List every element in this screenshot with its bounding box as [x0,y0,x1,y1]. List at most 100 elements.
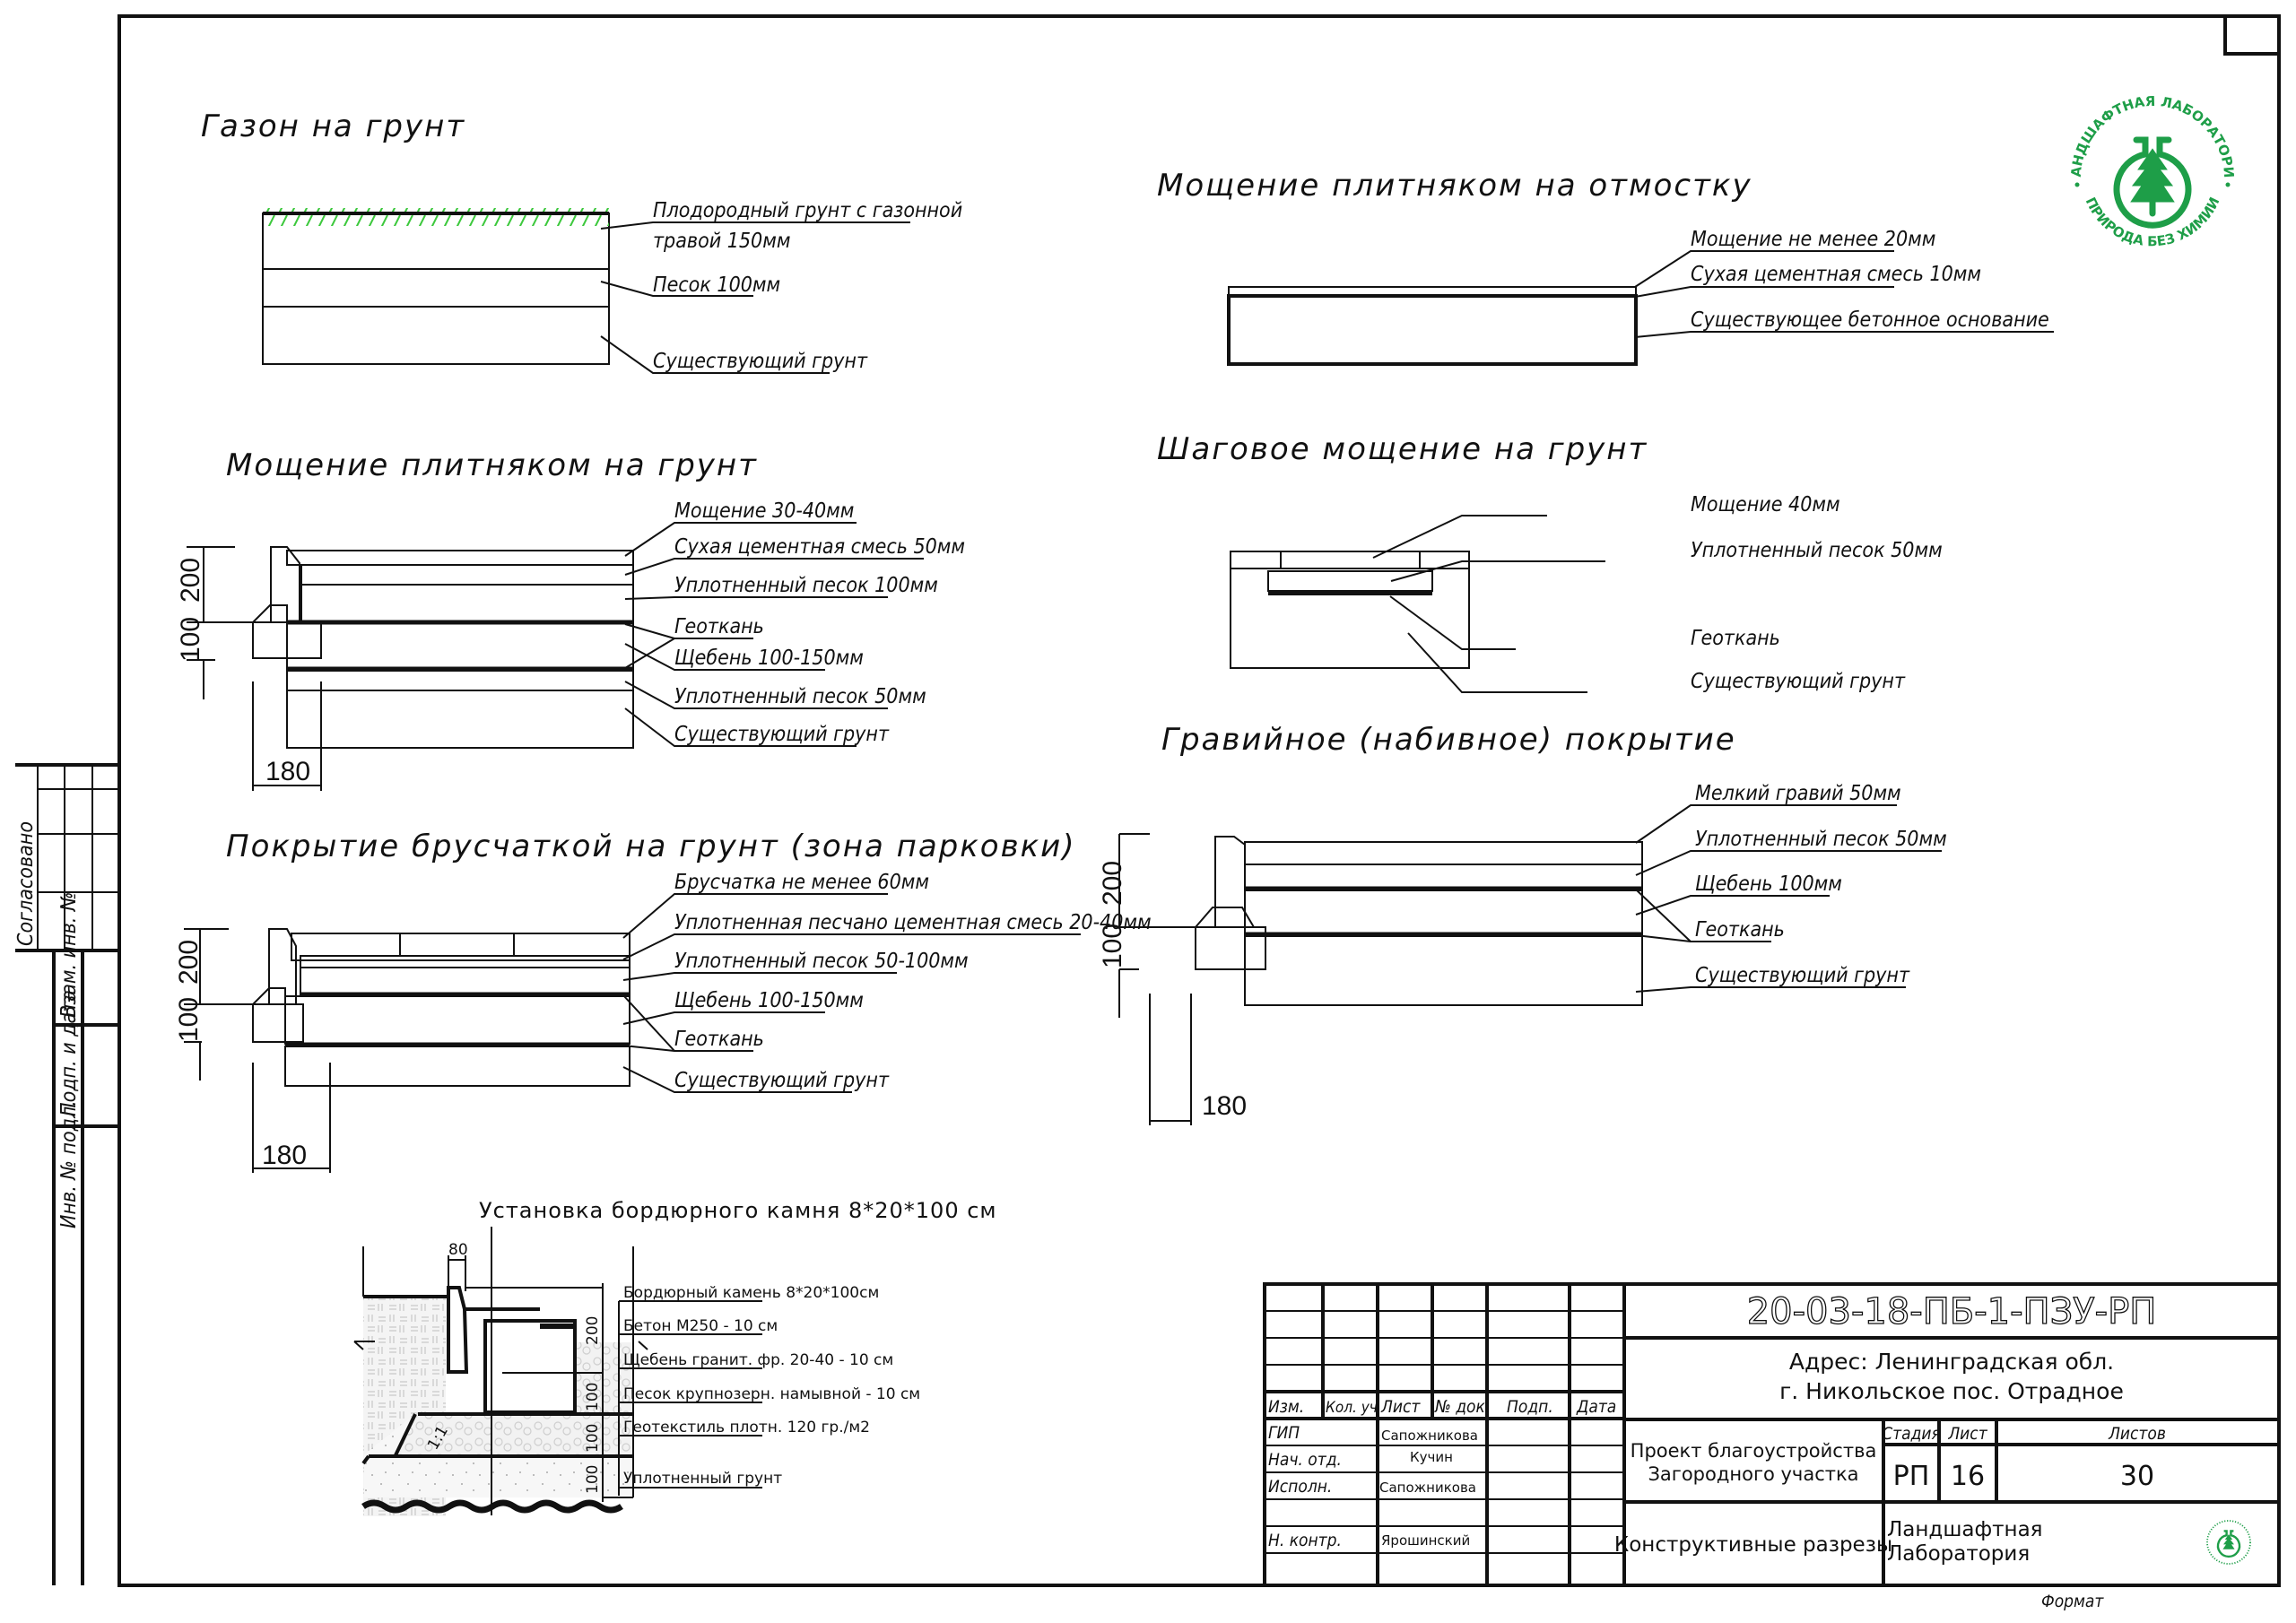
legend-label: Песок крупнозерн. намывной - 10 см [623,1385,920,1403]
header-date: Дата [1576,1397,1616,1417]
legend-label: Щебень гранит. фр. 20-40 - 10 см [623,1351,893,1369]
dim-200: 200 [584,1316,602,1345]
role-label: Исполн. [1268,1477,1332,1497]
dim-100: 100 [584,1383,602,1411]
layer-crushed-stone [284,995,631,1045]
address-line-2: г. Никольское пос. Отрадное [1779,1378,2124,1404]
callout-label: Мощение не менее 20мм [1691,228,1935,251]
callout-label: Брусчатка не менее 60мм [674,871,929,894]
layer-compacted-sand [300,967,631,995]
title-block-logo-icon [2206,1520,2251,1565]
sheet-header: Лист [1947,1424,1987,1444]
section-lawn: Газон на грунт Плодородный грунт с газон… [201,108,962,374]
org-line-2: Лаборатория [1887,1542,2030,1566]
callout-label: Существующий грунт [674,1069,890,1092]
header-doc-no: № док. [1434,1397,1490,1417]
person-name: Сапожникова [1379,1480,1476,1496]
dim-100: 100 [584,1465,602,1494]
curb-stone [1214,836,1246,928]
section-curb-installation: Установка бордюрного камня 8*20*100 см [353,1198,997,1516]
crushed-granite [575,1342,633,1412]
grass-hatch [263,208,609,226]
header-sign: Подп. [1507,1397,1553,1417]
layer-sand [262,268,610,308]
person-name: Ярошинский [1381,1532,1470,1549]
header-qty: Кол. уч [1326,1399,1378,1417]
sheet-title: Конструктивные разрезы [1614,1533,1892,1557]
layer-existing-soil [262,306,610,365]
flask-tree-icon [2113,136,2192,229]
callout-label: Уплотненный песок 50мм [1695,828,1947,851]
callout-label: Существующее бетонное основание [1691,308,2049,332]
section-gravel: Гравийное (набивное) покрытие 200 100 18… [1098,722,1947,1125]
section-title: Установка бордюрного камня 8*20*100 см [479,1198,997,1223]
curb-stone [268,928,297,1005]
legend-label: Уплотненный грунт [623,1470,782,1488]
legend-label: Бетон М250 - 10 см [623,1317,778,1335]
concrete-m250 [483,1319,577,1414]
section-title: Мощение плитняком на отмостку [1157,168,1752,204]
section-title: Шаговое мощение на грунт [1157,431,1648,467]
callout-label: Существующий грунт [1695,964,1910,987]
stamp-field-replaced-inv: Взам. инв. № [57,892,81,1018]
callout-label: Сухая цементная смесь 10мм [1691,263,1981,286]
project-line-1: Проект благоустройства [1631,1440,1877,1462]
callout-label: Уплотненная песчано цементная смесь 20-4… [674,911,1152,934]
role-label: Нач. отд. [1268,1450,1342,1470]
role-label: ГИП [1268,1423,1300,1443]
person-name: Кучин [1410,1449,1453,1465]
dim-height-100: 100 [1098,924,1127,968]
project-line-2: Загородного участка [1648,1463,1858,1485]
address-line-1: Адрес: Ленинградская обл. [1789,1349,2114,1375]
callout-label: Геоткань [674,1028,764,1051]
company-logo: ЛАНДШАФТНАЯ ЛАБОРАТОРИЯ ПРИРОДА БЕЗ ХИМИ… [2068,93,2237,249]
sheets-total: 30 [2120,1461,2154,1492]
format-label: Формат [2041,1592,2104,1611]
curb-stone [447,1286,469,1374]
layer-crushed-stone [286,621,634,670]
curb-foundation [252,1003,304,1043]
section-title: Газон на грунт [201,108,465,144]
section-paving-parking: Покрытие брусчаткой на грунт (зона парко… [174,829,1152,1173]
layer-compacted-sand-50 [1267,570,1433,592]
callout-label: Мелкий гравий 50мм [1695,782,1901,805]
section-title: Мощение плитняком на грунт [226,447,758,483]
callout-label: Мощение 30-40мм [674,499,854,523]
title-block: Изм. Кол. уч Лист № док. Подп. Дата ГИП … [1263,1282,2281,1611]
callout-label: Существующий грунт [674,723,890,746]
layer-sand-50 [286,670,634,691]
dim-width-180: 180 [265,757,310,786]
curb-stone [270,546,300,623]
sheet-number: 16 [1951,1461,1985,1492]
stamp-field-sign-date: Подп. и дата [57,990,81,1116]
sheets-header: Листов [2108,1424,2166,1444]
callout-label: Уплотненный песок 50-100мм [674,950,969,973]
dim-height-100: 100 [176,617,205,662]
document-code: 20-03-18-ПБ-1-ПЗУ-РП [1747,1291,2157,1332]
layer-paving-stone [291,933,631,961]
layer-existing-soil [286,690,634,749]
layer-crushed-stone [1244,890,1643,935]
callout-label: Мощение 40мм [1691,493,1840,516]
callout-label: Щебень 100мм [1695,872,1842,896]
layer-existing-soil [284,1046,631,1087]
legend-label: Геотекстиль плотн. 120 гр./м2 [623,1419,870,1436]
dim-width-180: 180 [1202,1091,1247,1121]
dim-width-180: 180 [262,1141,307,1170]
callout-label: Щебень 100-150мм [674,989,864,1012]
layer-paving-40 [1280,551,1421,569]
callout-label: Плодородный грунт с газонной [653,199,962,222]
dim-100: 100 [584,1424,602,1453]
layer-paving [286,550,634,566]
org-line-1: Ландшафтная [1887,1518,2043,1541]
callout-label: Уплотненный песок 50мм [1691,539,1943,562]
callout-label: Сухая цементная смесь 50мм [674,535,965,559]
callout-label: Существующий грунт [653,350,868,373]
callout-label: Геоткань [674,615,764,638]
section-title: Гравийное (набивное) покрытие [1161,722,1736,758]
section-title: Покрытие брусчаткой на грунт (зона парко… [226,829,1076,864]
callout-label: Геоткань [1695,918,1785,942]
callout-label: Песок 100мм [653,273,780,297]
section-flagstone-blind: Мощение плитняком на отмостку Мощение не… [1157,168,2054,366]
